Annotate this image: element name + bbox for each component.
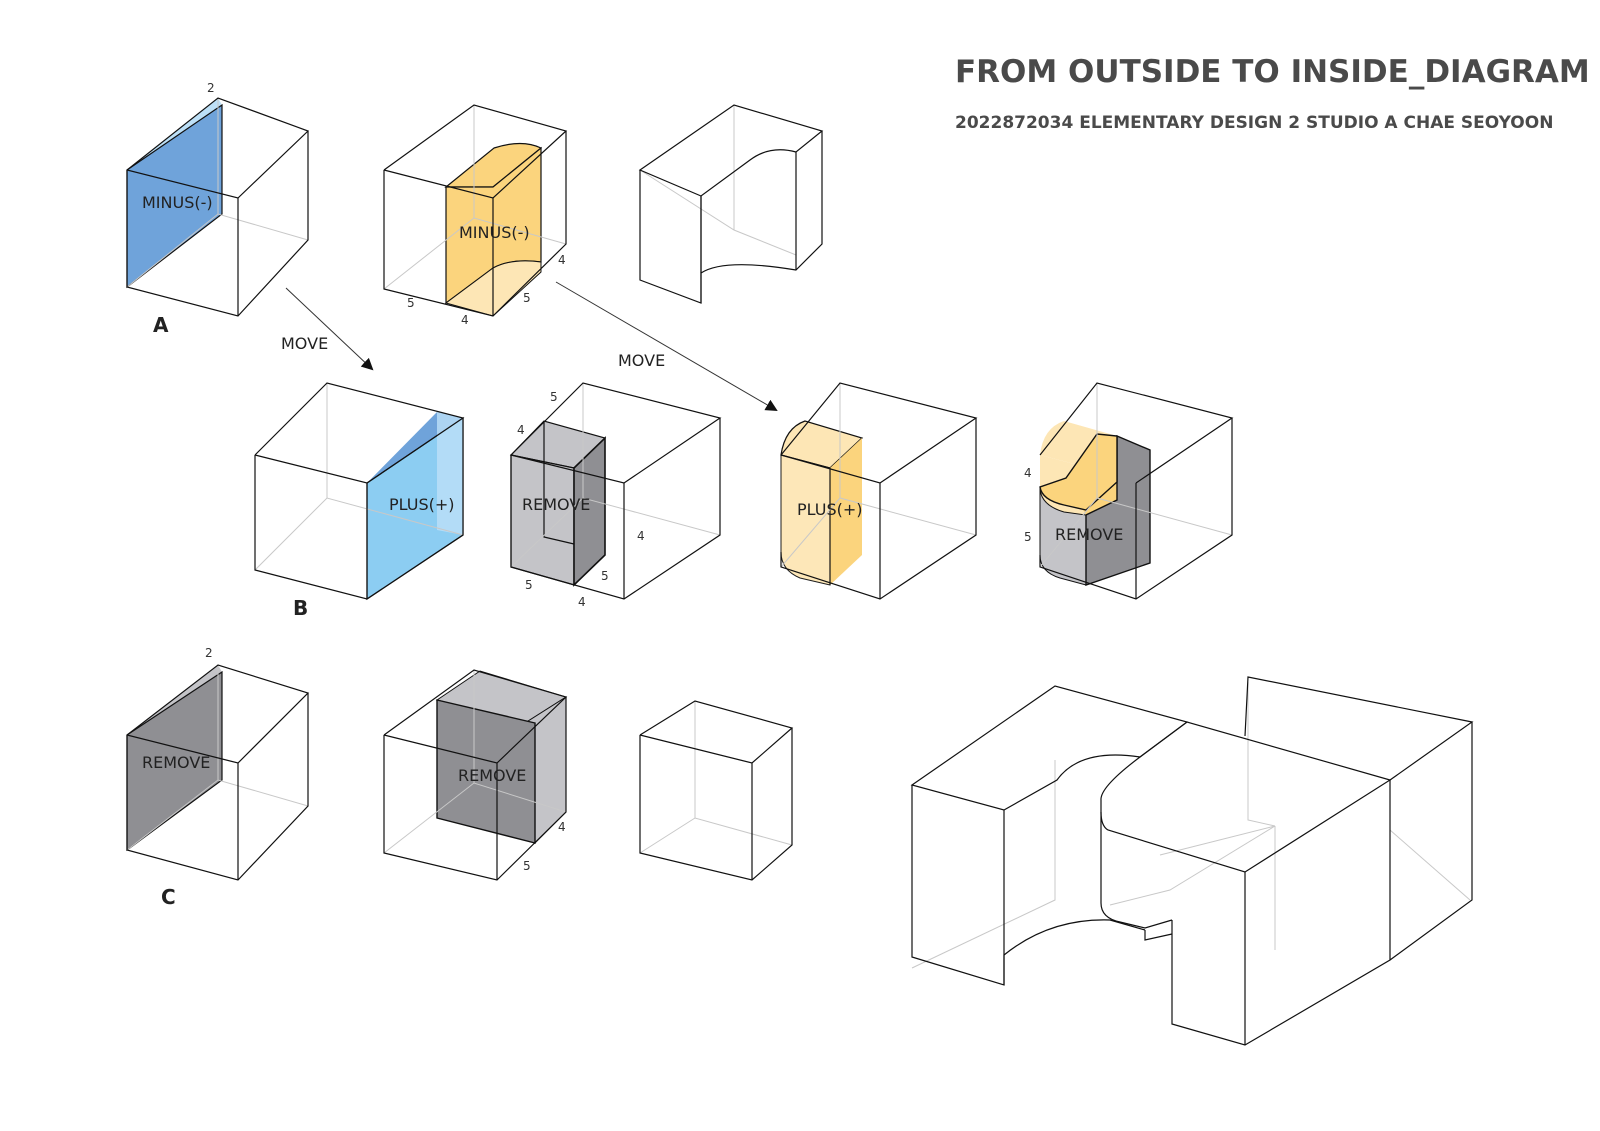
row-label-c: C (161, 885, 176, 909)
move-arrow-2 (555, 281, 778, 412)
move-arrow-1 (285, 287, 374, 371)
dim-4-a2-right: 4 (558, 253, 566, 267)
dim-4-b2-left: 4 (517, 423, 525, 437)
cube-b2-remove: REMOVE 5 4 4 5 5 4 (509, 382, 722, 609)
label-remove-c1: REMOVE (142, 753, 210, 772)
dim-4-a2-bottom: 4 (461, 313, 469, 327)
cube-b1-plus: PLUS(+) B (254, 382, 465, 620)
blue-plus-side (437, 412, 463, 535)
cube-c3-result (639, 700, 794, 881)
dim-5-b4: 5 (1024, 530, 1032, 544)
dim-4-b2-bottom: 4 (578, 595, 586, 609)
cube-a2-minus: MINUS(-) 4 5 4 5 (383, 104, 568, 327)
dim-5-c2: 5 (523, 859, 531, 873)
page-title: FROM OUTSIDE TO INSIDE_DIAGRAM (955, 54, 1590, 90)
final-form (910, 676, 1474, 1046)
dim-4-c2: 4 (558, 820, 566, 834)
label-move-2: MOVE (618, 351, 665, 370)
label-move-1: MOVE (281, 334, 328, 353)
dim-2-c1: 2 (205, 646, 213, 660)
row-label-b: B (293, 596, 308, 620)
dim-4-b4: 4 (1024, 466, 1032, 480)
gray-remove-side (573, 436, 606, 587)
label-remove-b4: REMOVE (1055, 525, 1123, 544)
cube-c1-remove: REMOVE 2 C (126, 646, 310, 909)
cube-c2-remove: REMOVE 4 5 (383, 669, 568, 881)
shape-a3-result (638, 104, 824, 304)
cube-b3-plus: PLUS(+) (780, 382, 978, 600)
gray-remove-front (510, 454, 575, 586)
yellow-plus-top (780, 420, 864, 469)
dim-5-b2-bottom: 5 (525, 578, 533, 592)
label-remove-b2: REMOVE (522, 495, 590, 514)
gray-b4-side (1085, 434, 1151, 586)
label-minus-a2: MINUS(-) (459, 223, 530, 242)
cube-a1-minus: MINUS(-) 2 A (126, 81, 310, 337)
page-subtitle: 2022872034 ELEMENTARY DESIGN 2 STUDIO A … (955, 113, 1553, 133)
yellow-plus-front (780, 454, 831, 586)
dim-2-a1: 2 (207, 81, 215, 95)
label-remove-c2: REMOVE (458, 766, 526, 785)
label-plus-b1: PLUS(+) (389, 495, 455, 514)
label-plus-b3: PLUS(+) (797, 500, 863, 519)
label-minus-a1: MINUS(-) (142, 193, 213, 212)
yellow-plus-side (830, 438, 862, 585)
dim-5-b2-corner: 5 (601, 569, 609, 583)
row-label-a: A (153, 313, 169, 337)
dim-5-a2-left: 5 (407, 296, 415, 310)
cube-b4-remove: REMOVE 4 5 (1024, 382, 1234, 600)
dim-5-a2-right: 5 (523, 291, 531, 305)
yellow-b4-top (1040, 421, 1117, 467)
dim-5-b2-top: 5 (550, 390, 558, 404)
dim-4-b2-right: 4 (637, 529, 645, 543)
